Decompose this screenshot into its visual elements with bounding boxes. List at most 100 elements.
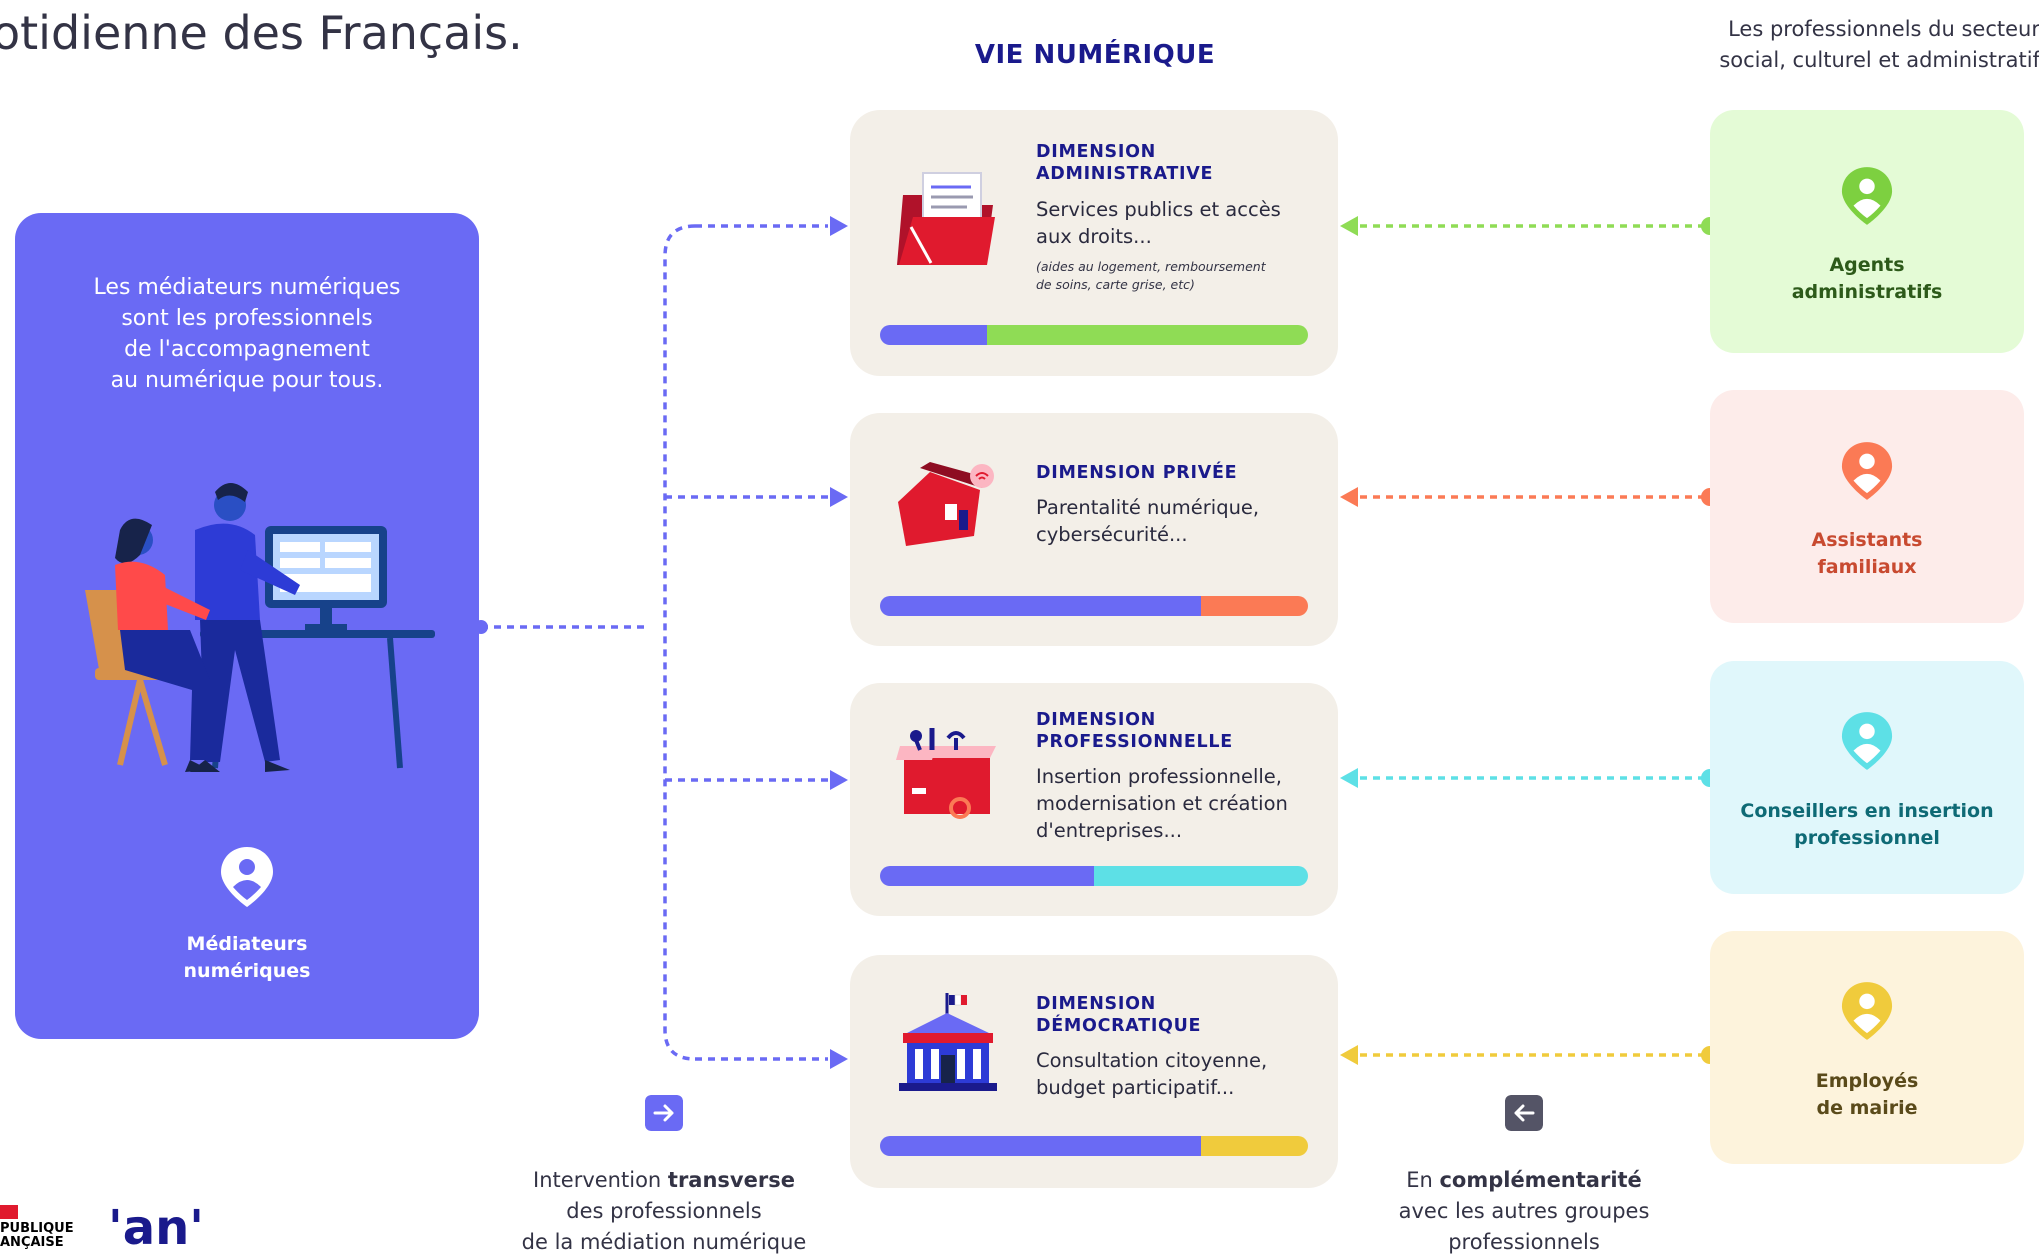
pro-label-line: professionnel: [1794, 827, 1940, 849]
mediateurs-description-line: de l'accompagnement: [124, 337, 370, 362]
card-description-line: d'entreprises...: [1036, 819, 1183, 842]
card-description-line: cybersécurité...: [1036, 523, 1188, 546]
card-description: Insertion professionnelle, modernisation…: [1036, 763, 1288, 844]
professionnels-title-line: Les professionnels du secteur: [1728, 17, 2039, 41]
dimension-bar: [880, 596, 1308, 616]
town-hall-icon: [899, 993, 997, 1091]
mediateurs-label-line: numériques: [183, 960, 311, 982]
arrowhead-3: [830, 770, 848, 790]
page-headline: otidienne des Français.: [0, 6, 523, 60]
card-description-line: aux droits...: [1036, 225, 1152, 248]
location-pin-icon: [1841, 167, 1893, 225]
pro-label-line: Agents: [1829, 254, 1905, 276]
card-description: Consultation citoyenne, budget participa…: [1036, 1047, 1267, 1101]
caption-line: avec les autres groupes: [1398, 1199, 1650, 1223]
mediation-illustration: [85, 483, 435, 772]
caption-line: professionnels: [1448, 1230, 1600, 1254]
pro-card-assistants: [1710, 390, 2024, 623]
mediateurs-description-line: au numérique pour tous.: [110, 368, 384, 393]
branch-trunk: [663, 224, 696, 1061]
pro-arrowhead-4: [1340, 1045, 1358, 1065]
card-title-line: DIMENSION: [1036, 994, 1156, 1014]
anct-logo: 'an': [108, 1200, 204, 1256]
caption-line: Intervention transverse: [494, 1165, 834, 1196]
pro-card-conseillers: [1710, 661, 2024, 894]
bottom-left-caption: Intervention transverse des professionne…: [494, 1165, 834, 1258]
caption-bold: complémentarité: [1439, 1168, 1642, 1192]
arrowhead-1: [830, 216, 848, 236]
bar-primary-fill: [880, 866, 1094, 886]
mediateurs-pin-icon: [221, 847, 273, 907]
card-title-line: PROFESSIONNELLE: [1036, 732, 1233, 752]
location-pin-icon: [1841, 712, 1893, 770]
pro-label-line: Employés: [1815, 1070, 1919, 1092]
pro-card-agents: [1710, 110, 2024, 353]
pro-label: Agents administratifs: [1710, 252, 2024, 306]
card-note: (aides au logement, remboursement de soi…: [1036, 258, 1266, 294]
professionnels-title: Les professionnels du secteur social, cu…: [1650, 14, 2039, 76]
card-note-line: de soins, carte grise, etc): [1036, 277, 1195, 292]
dimension-bar: [880, 1136, 1308, 1156]
card-description-line: Parentalité numérique,: [1036, 496, 1260, 519]
caption-bold: transverse: [667, 1168, 795, 1192]
pro-label-line: Conseillers en insertion: [1740, 800, 1994, 822]
card-title-line: DIMENSION PRIVÉE: [1036, 463, 1238, 483]
pro-label: Assistants familiaux: [1710, 527, 2024, 581]
mediateurs-label: Médiateurs numériques: [120, 931, 374, 985]
arrow-right-icon: [645, 1095, 683, 1131]
card-description-line: Consultation citoyenne,: [1036, 1049, 1268, 1072]
professionnels-title-line: social, culturel et administratif: [1719, 48, 2039, 72]
bar-primary-fill: [880, 325, 987, 345]
pro-label-line: administratifs: [1791, 281, 1943, 303]
pro-label-line: de mairie: [1816, 1097, 1918, 1119]
location-pin-icon: [1841, 982, 1893, 1040]
caption-line: En complémentarité: [1354, 1165, 1694, 1196]
republique-logo: PUBLIQUE ANÇAISE: [0, 1205, 74, 1250]
bar-accent-fill: [987, 325, 1308, 345]
republique-text-line: ANÇAISE: [0, 1235, 64, 1250]
pro-label: Employés de mairie: [1710, 1068, 2024, 1122]
card-description: Parentalité numérique, cybersécurité...: [1036, 494, 1259, 548]
card-description: Services publics et accès aux droits...: [1036, 196, 1281, 250]
card-note-line: (aides au logement, remboursement: [1036, 259, 1266, 274]
dimension-bar: [880, 325, 1308, 345]
card-title: DIMENSION DÉMOCRATIQUE: [1036, 993, 1201, 1037]
card-description-line: budget participatif...: [1036, 1076, 1235, 1099]
bar-accent-fill: [1201, 1136, 1308, 1156]
card-title-line: DÉMOCRATIQUE: [1036, 1016, 1202, 1036]
pro-label: Conseillers en insertion professionnel: [1710, 798, 2024, 852]
location-pin-icon: [1841, 442, 1893, 500]
republique-text: PUBLIQUE ANÇAISE: [0, 1222, 74, 1250]
arrow-left-icon: [1505, 1095, 1543, 1131]
card-description-line: modernisation et création: [1036, 792, 1288, 815]
pro-card-employes: [1710, 931, 2024, 1164]
bar-accent-fill: [1094, 866, 1308, 886]
caption-line: de la médiation numérique: [521, 1230, 807, 1254]
card-title-line: ADMINISTRATIVE: [1036, 164, 1214, 184]
caption-pre: En: [1406, 1168, 1440, 1192]
card-title-line: DIMENSION: [1036, 710, 1156, 730]
mediateurs-description-line: Les médiateurs numériques: [93, 275, 401, 300]
republique-flag-mark: [0, 1205, 18, 1219]
pro-arrowhead-3: [1340, 768, 1358, 788]
house-icon: [898, 462, 994, 546]
pro-label-line: familiaux: [1817, 556, 1917, 578]
vie-numerique-title: VIE NUMÉRIQUE: [974, 40, 1216, 70]
bar-accent-fill: [1201, 596, 1308, 616]
folder-icon: [897, 172, 995, 265]
caption-line: des professionnels: [566, 1199, 762, 1223]
card-description-line: Services publics et accès: [1036, 198, 1281, 221]
card-description-line: Insertion professionnelle,: [1036, 765, 1283, 788]
caption-pre: Intervention: [533, 1168, 668, 1192]
pro-arrowhead-1: [1340, 216, 1358, 236]
arrowhead-2: [830, 487, 848, 507]
dimension-bar: [880, 866, 1308, 886]
pro-label-line: Assistants: [1811, 529, 1923, 551]
bar-primary-fill: [880, 596, 1201, 616]
pro-arrowhead-2: [1340, 487, 1358, 507]
card-title: DIMENSION PROFESSIONNELLE: [1036, 709, 1233, 753]
card-title: DIMENSION ADMINISTRATIVE: [1036, 141, 1213, 185]
republique-text-line: PUBLIQUE: [0, 1221, 74, 1236]
mediateurs-description-line: sont les professionnels: [121, 306, 373, 331]
arrowhead-4: [830, 1049, 848, 1069]
